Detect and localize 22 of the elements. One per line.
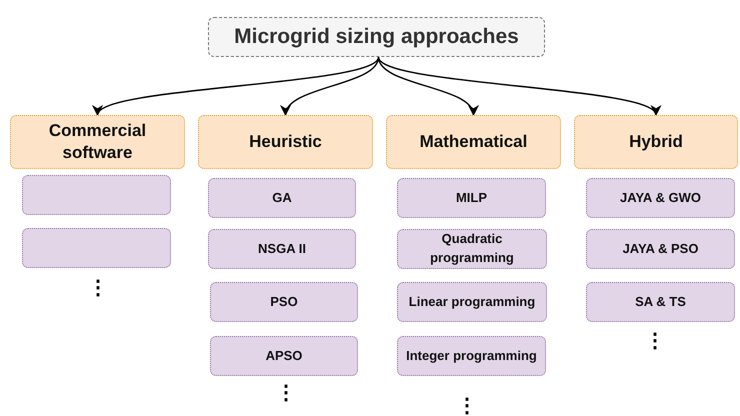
method-box: PSO xyxy=(210,282,358,322)
empty-box xyxy=(22,175,171,215)
empty-box xyxy=(22,228,171,268)
method-box: NSGA II xyxy=(208,229,356,269)
method-box: Quadratic programming xyxy=(397,229,547,269)
method-box: MILP xyxy=(397,178,546,218)
ellipsis: ⋮ xyxy=(645,331,665,351)
method-box: Linear programming xyxy=(397,282,547,322)
ellipsis: ⋮ xyxy=(276,383,296,403)
method-box: JAYA & PSO xyxy=(586,229,735,269)
method-box: SA & TS xyxy=(586,282,735,322)
title-box: Microgrid sizing approaches xyxy=(208,17,545,57)
category-box: Heuristic xyxy=(198,115,373,169)
category-box: Commercial software xyxy=(10,115,185,169)
category-box: Mathematical xyxy=(386,115,561,169)
method-box: JAYA & GWO xyxy=(586,178,735,218)
method-box: Integer programming xyxy=(397,336,546,376)
ellipsis: ⋮ xyxy=(457,396,477,416)
ellipsis: ⋮ xyxy=(88,278,108,298)
category-box: Hybrid xyxy=(574,115,738,169)
method-box: GA xyxy=(208,178,356,218)
method-box: APSO xyxy=(210,336,358,376)
